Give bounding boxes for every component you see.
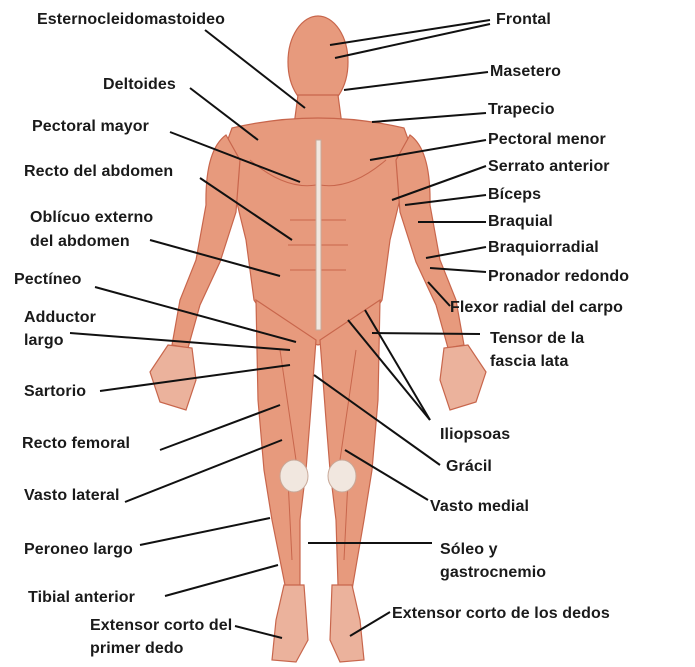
- left-leg: [255, 298, 317, 591]
- label-tensor-2: fascia lata: [490, 353, 569, 370]
- left-hand: [149, 344, 197, 411]
- label-tensor-1: Tensor de la: [490, 330, 585, 347]
- right-arm: [395, 134, 465, 349]
- label-pronador-redondo: Pronador redondo: [488, 268, 630, 285]
- label-biceps: Bíceps: [488, 186, 542, 203]
- label-adductor-2: largo: [24, 332, 64, 349]
- label-pectoral-mayor: Pectoral mayor: [32, 118, 150, 135]
- left-foot: [271, 584, 309, 663]
- label-oblicuo-1: Oblícuo externo: [30, 209, 154, 226]
- label-serrato-anterior: Serrato anterior: [488, 158, 610, 175]
- label-braquial: Braquial: [488, 213, 553, 230]
- label-sartorio: Sartorio: [24, 383, 87, 400]
- label-recto-femoral: Recto femoral: [22, 435, 130, 452]
- label-vasto-lateral: Vasto lateral: [24, 487, 120, 504]
- label-vasto-medial: Vasto medial: [430, 498, 530, 515]
- label-gracil: Grácil: [446, 458, 492, 475]
- label-pectineo: Pectíneo: [14, 271, 82, 288]
- label-soleo-1: Sóleo y: [440, 541, 498, 558]
- label-peroneo-largo: Peroneo largo: [24, 541, 133, 558]
- label-ext-corto-primer-2: primer dedo: [90, 640, 184, 657]
- head: [287, 15, 349, 109]
- label-deltoides: Deltoides: [103, 76, 176, 93]
- label-masetero: Masetero: [490, 63, 562, 80]
- label-ext-corto-primer-1: Extensor corto del: [90, 617, 233, 634]
- right-leg: [319, 298, 381, 591]
- right-foot: [329, 584, 365, 663]
- label-ext-corto-dedos: Extensor corto de los dedos: [392, 605, 610, 622]
- right-hand: [439, 344, 487, 411]
- label-flexor-radial: Flexor radial del carpo: [450, 299, 624, 316]
- label-frontal: Frontal: [496, 11, 551, 28]
- label-adductor-1: Adductor: [24, 309, 96, 326]
- label-iliopsoas: Iliopsoas: [440, 426, 511, 443]
- label-pectoral-menor: Pectoral menor: [488, 131, 606, 148]
- label-oblicuo-2: del abdomen: [30, 233, 130, 250]
- label-recto-abdomen: Recto del abdomen: [24, 163, 174, 180]
- label-tibial-anterior: Tibial anterior: [28, 589, 136, 606]
- left-arm: [171, 134, 241, 349]
- label-braquiorradial: Braquiorradial: [488, 239, 599, 256]
- label-trapecio: Trapecio: [488, 101, 555, 118]
- label-soleo-2: gastrocnemio: [440, 564, 547, 581]
- label-esternocleidomastoideo: Esternocleidomastoideo: [37, 11, 226, 28]
